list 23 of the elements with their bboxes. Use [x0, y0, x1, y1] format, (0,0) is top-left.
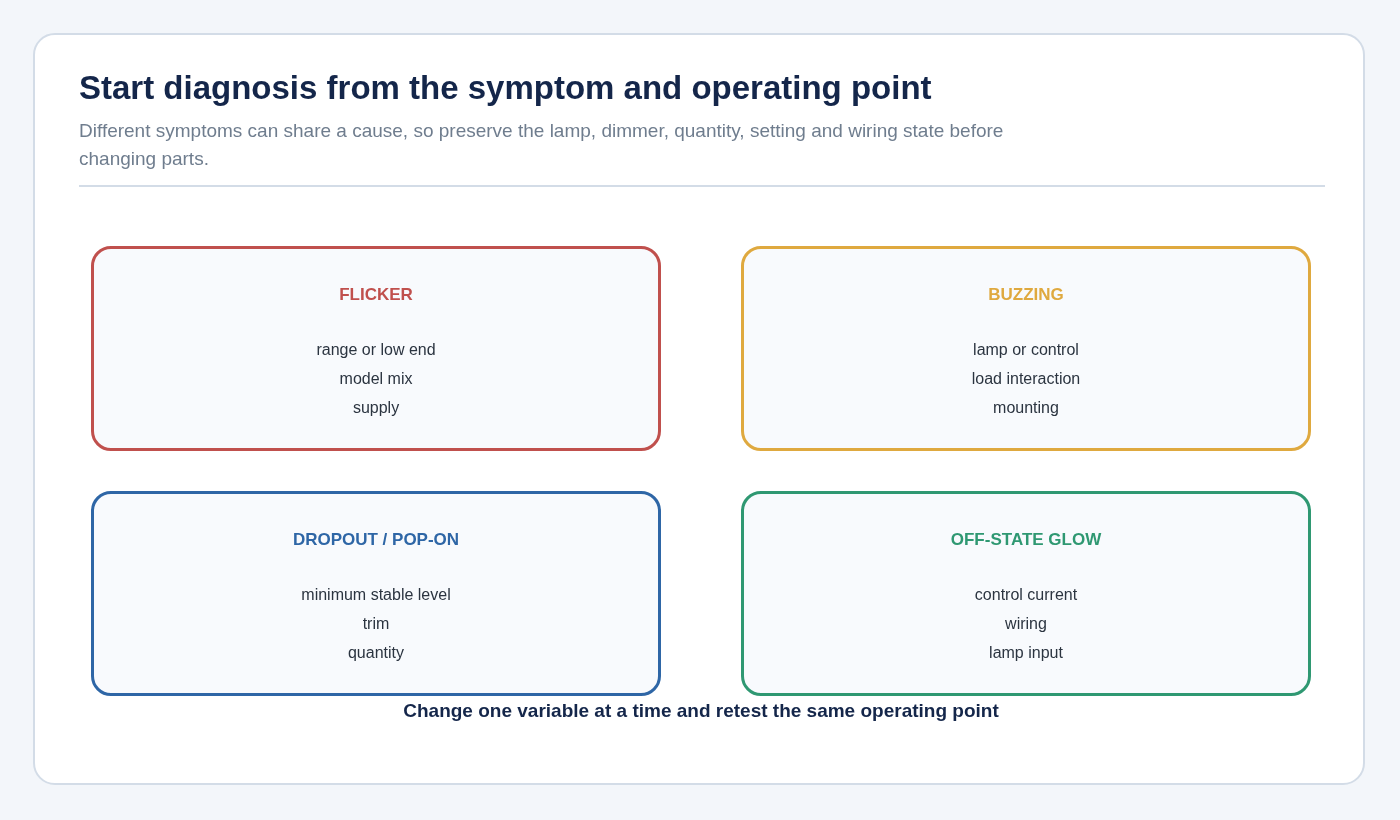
cause-text: supply [352, 398, 400, 418]
cause-text: range or low end [316, 340, 436, 360]
cause-text: lamp input [989, 643, 1063, 663]
box-heading: FLICKER [339, 285, 413, 305]
footer-note: Change one variable at a time and retest the same operating point [402, 700, 1000, 722]
cause-text: quantity [347, 643, 404, 663]
cause-text: mounting [993, 398, 1059, 418]
symptom-box [741, 491, 1311, 696]
cause-text: trim [362, 614, 390, 634]
cause-text: wiring [1005, 614, 1047, 634]
cause-text: load interaction [971, 369, 1081, 389]
title: Start diagnosis from the symptom and operating point [79, 69, 932, 107]
box-heading: OFF-STATE GLOW [950, 530, 1102, 550]
symptom-box [741, 246, 1311, 451]
cause-text: control current [974, 585, 1078, 605]
symptom-box [91, 491, 661, 696]
cause-text: model mix [339, 369, 413, 389]
box-heading: BUZZING [988, 285, 1064, 305]
symptom-box [91, 246, 661, 451]
box-heading: DROPOUT / POP-ON [292, 530, 460, 550]
subtitle: Different symptoms can share a cause, so preserve the lamp, dimmer, quantity, setting and wiring state before changing parts. [79, 119, 1005, 171]
cause-text: minimum stable level [301, 585, 451, 605]
cause-text: lamp or control [973, 340, 1079, 360]
